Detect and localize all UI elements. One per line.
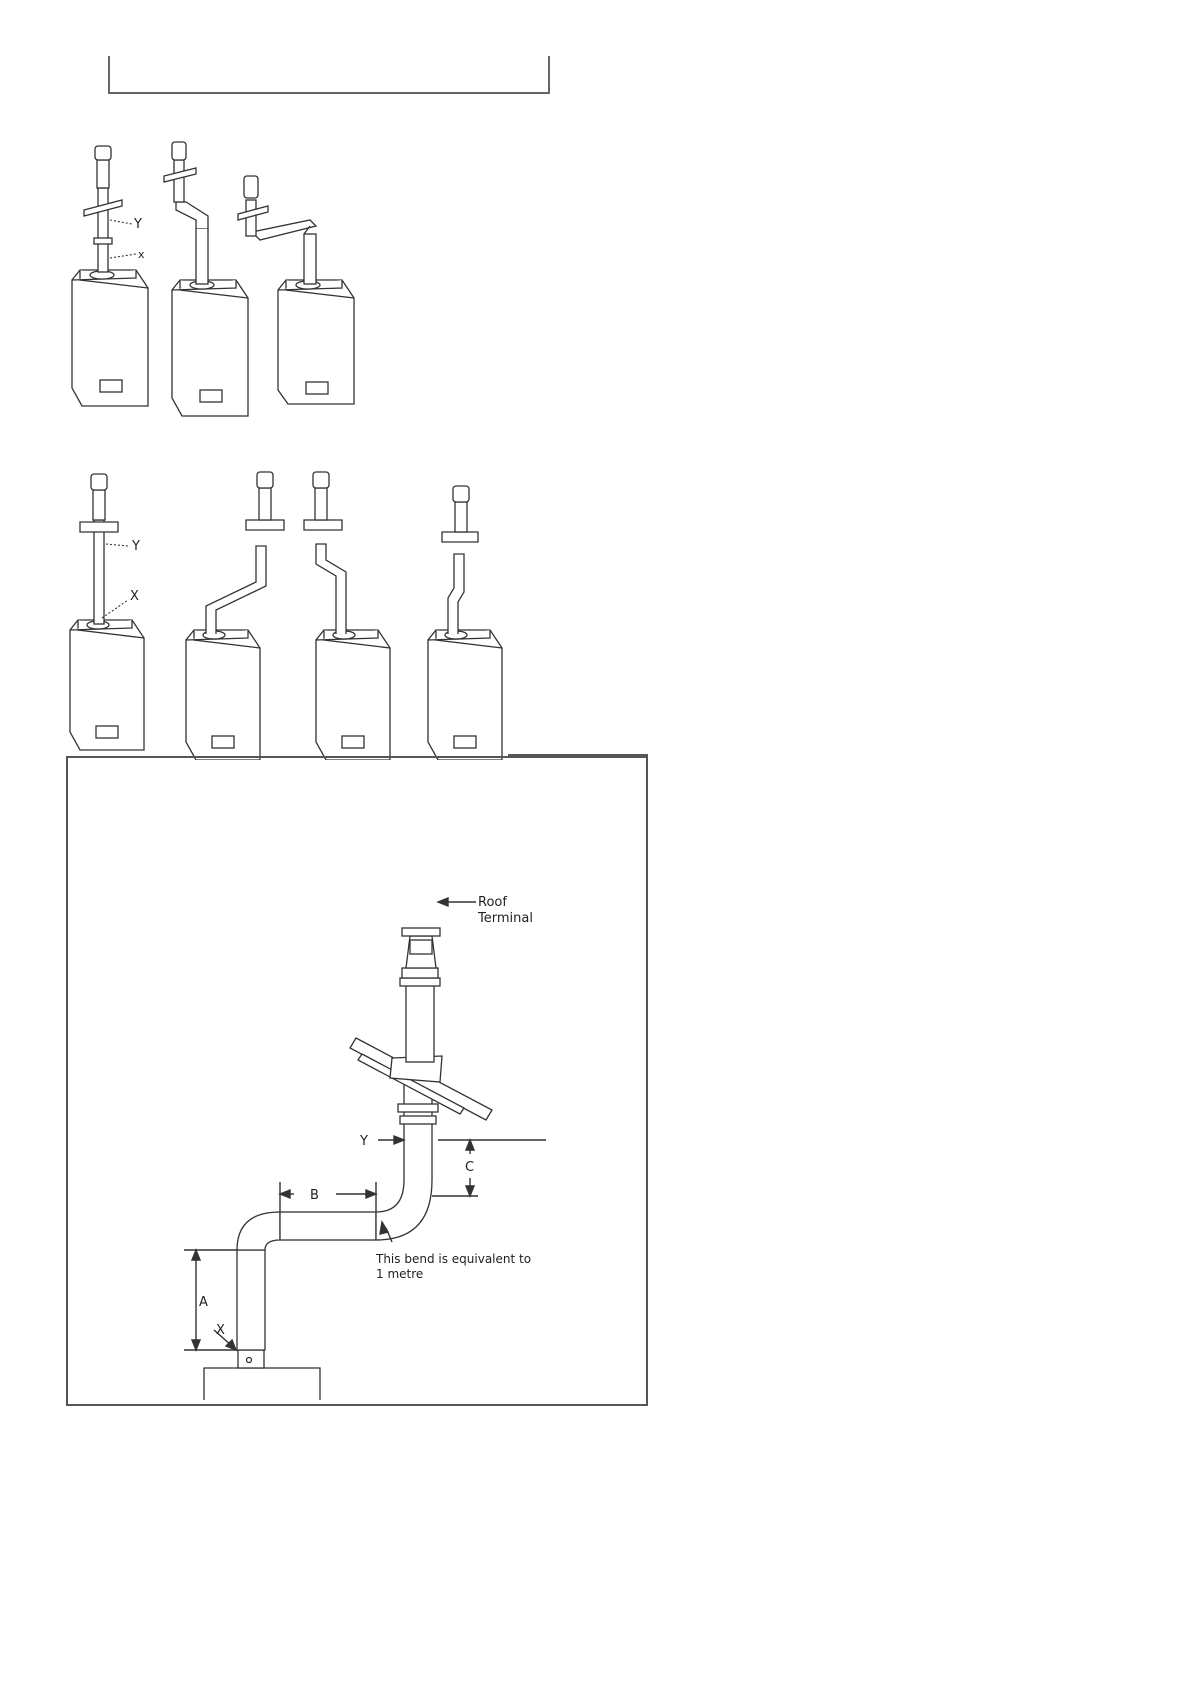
roof-terminal-label-1: Roof — [478, 895, 507, 910]
label-y: Y — [133, 217, 142, 232]
boiler-d — [428, 486, 502, 760]
flue-dimension-diagram: Roof Terminal Y A B C X This bend is equ… — [66, 756, 648, 1406]
label-x: x — [138, 248, 145, 261]
boiler-a — [70, 474, 144, 750]
label-x: X — [130, 589, 139, 604]
bend-note-line-2: 1 metre — [376, 1267, 423, 1281]
label-a: A — [199, 1295, 208, 1310]
boiler-3 — [238, 176, 354, 404]
flue-configurations-figure-2: Y X — [60, 470, 510, 760]
flue-configurations-figure-1: Y x — [60, 140, 410, 420]
boiler-b — [186, 472, 284, 760]
roof-terminal-label-2: Terminal — [477, 911, 533, 926]
label-y: Y — [359, 1134, 368, 1149]
label-x: X — [216, 1323, 225, 1338]
bend-note-line-1: This bend is equivalent to — [375, 1252, 531, 1266]
header-box — [108, 56, 550, 94]
label-b: B — [310, 1188, 319, 1203]
label-y: Y — [131, 539, 140, 554]
boiler-c — [304, 472, 390, 760]
label-c: C — [465, 1160, 474, 1175]
boiler-1 — [72, 146, 148, 406]
boiler-2 — [164, 142, 248, 416]
